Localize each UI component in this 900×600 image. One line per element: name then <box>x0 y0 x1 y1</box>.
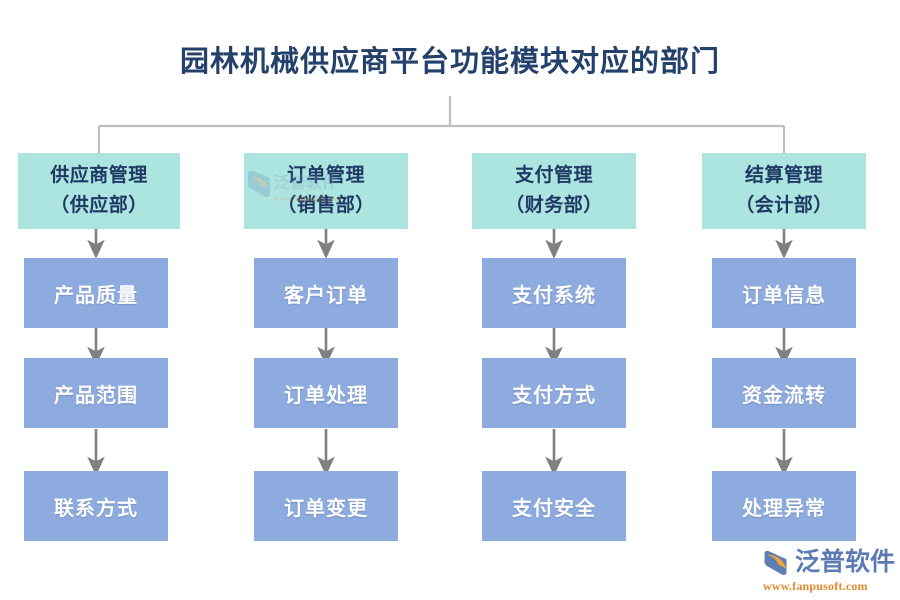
dept-unit: （销售部） <box>277 195 375 216</box>
module-box-c2-r2[interactable]: 订单处理 <box>254 358 398 428</box>
dept-box-order-management[interactable]: 订单管理 （销售部） <box>244 153 408 229</box>
fanpu-logo-mark-icon <box>764 550 787 575</box>
brand-name: 泛普软件 <box>795 549 896 576</box>
module-box-c2-r1[interactable]: 客户订单 <box>254 258 398 328</box>
dept-name: 供应商管理 <box>50 165 148 186</box>
dept-name: 结算管理 <box>744 165 823 186</box>
dept-unit: （供应部） <box>50 195 148 216</box>
module-box-c3-r2[interactable]: 支付方式 <box>482 358 626 428</box>
page-title: 园林机械供应商平台功能模块对应的部门 <box>179 46 720 78</box>
dept-box-supplier-management[interactable]: 供应商管理 （供应部） <box>18 153 180 229</box>
dept-box-settlement-management[interactable]: 结算管理 （会计部） <box>702 153 866 229</box>
brand-logo: 泛普软件 www.fanpusoft.com <box>762 548 896 594</box>
module-box-c2-r3[interactable]: 订单变更 <box>254 471 398 541</box>
module-box-c1-r2[interactable]: 产品范围 <box>24 358 168 428</box>
dept-name: 支付管理 <box>514 165 593 186</box>
module-box-c3-r1[interactable]: 支付系统 <box>482 258 626 328</box>
dept-box-payment-management[interactable]: 支付管理 （财务部） <box>472 153 636 229</box>
module-box-c1-r1[interactable]: 产品质量 <box>24 258 168 328</box>
dept-name: 订单管理 <box>286 165 365 186</box>
dept-unit: （财务部） <box>505 195 603 216</box>
dept-unit: （会计部） <box>735 195 833 216</box>
module-box-c4-r2[interactable]: 资金流转 <box>712 358 856 428</box>
module-box-c4-r1[interactable]: 订单信息 <box>712 258 856 328</box>
module-box-c4-r3[interactable]: 处理异常 <box>712 471 856 541</box>
module-box-c3-r3[interactable]: 支付安全 <box>482 471 626 541</box>
brand-url: www.fanpusoft.com <box>763 579 868 593</box>
module-box-c1-r3[interactable]: 联系方式 <box>24 471 168 541</box>
